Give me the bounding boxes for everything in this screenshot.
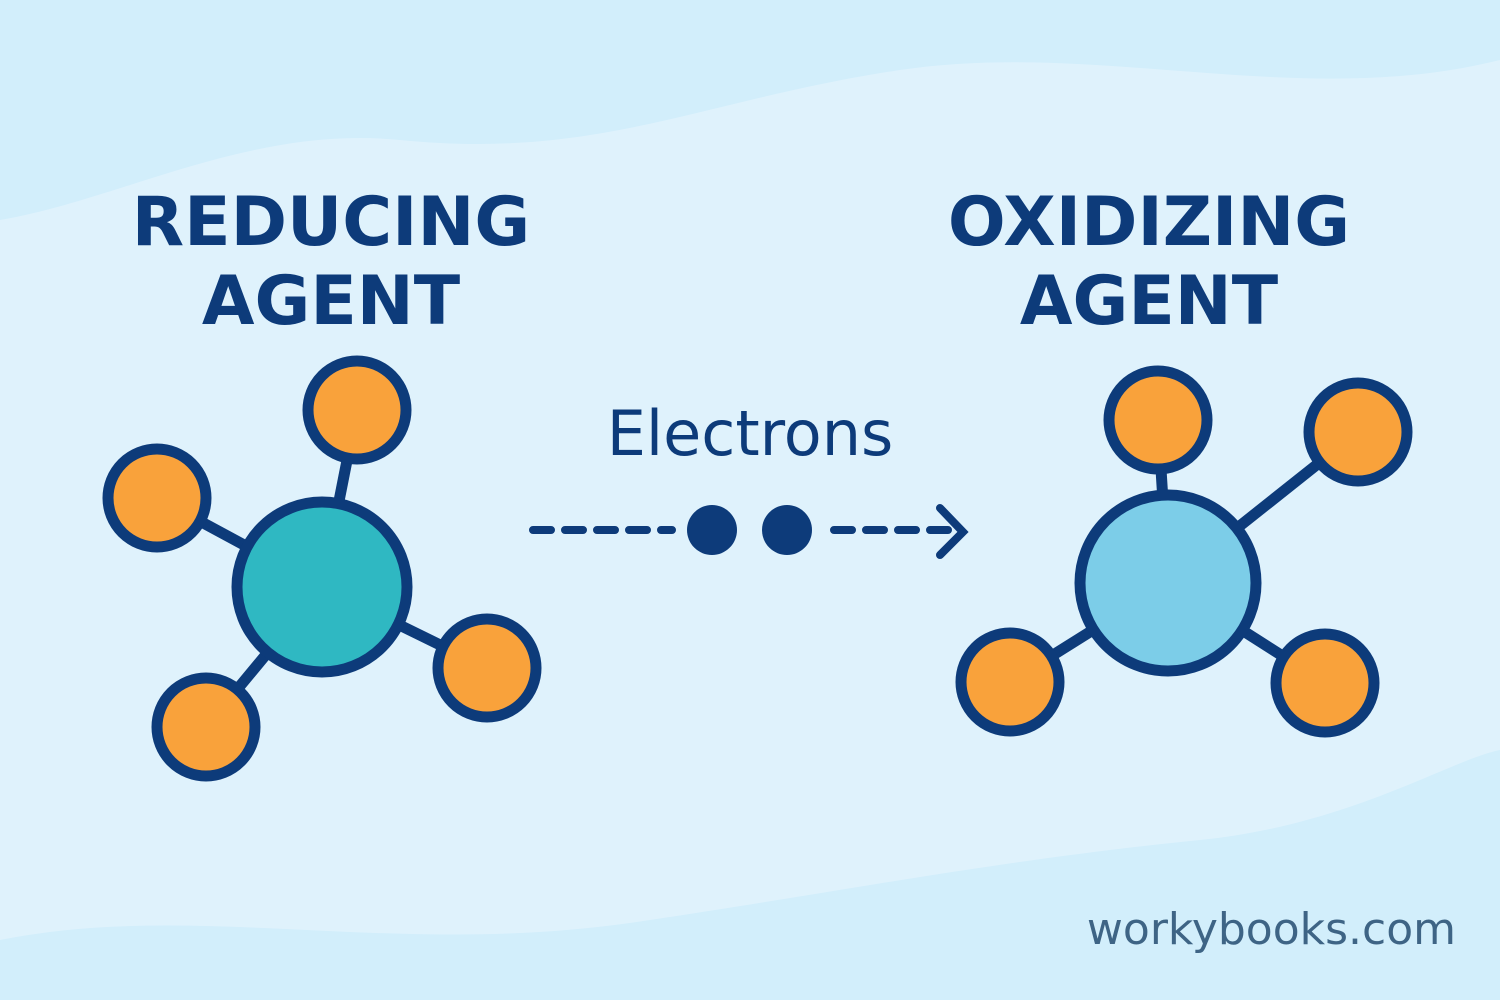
arrowhead-icon — [936, 504, 969, 559]
outer-atom — [432, 613, 542, 723]
outer-atom — [1303, 377, 1413, 487]
central-atom — [231, 496, 413, 678]
outer-atom — [102, 443, 212, 553]
background-wave-bottom — [0, 750, 1500, 1000]
outer-atom — [1270, 628, 1380, 738]
outer-atom — [302, 355, 412, 465]
electron-transfer-arrow — [529, 504, 969, 559]
oxidizing-title-line2: AGENT — [1020, 262, 1279, 341]
oxidizing-agent-molecule — [955, 365, 1413, 738]
electron — [762, 505, 812, 555]
outer-atom — [955, 627, 1065, 737]
reducing-title-line2: AGENT — [202, 262, 461, 341]
electrons-label: Electrons — [607, 397, 894, 470]
central-atom — [1074, 489, 1262, 677]
reducing-title-line1: REDUCING — [132, 183, 530, 262]
outer-atom — [1103, 365, 1213, 475]
electron — [687, 505, 737, 555]
background-wave-top — [0, 0, 1500, 220]
outer-atom — [151, 672, 261, 782]
oxidizing-title-line1: OXIDIZING — [948, 183, 1350, 262]
reducing-agent-molecule — [102, 355, 542, 782]
watermark: workybooks.com — [1087, 904, 1456, 955]
